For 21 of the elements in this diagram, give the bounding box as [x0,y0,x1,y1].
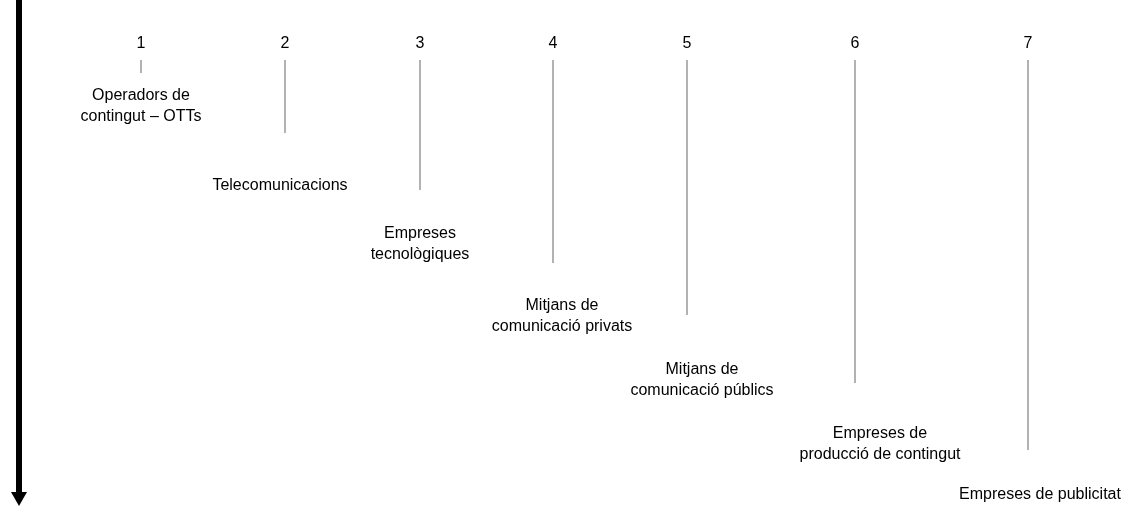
tick-line [1027,59,1029,451]
step-number: 3 [415,32,425,53]
tick-line [686,59,688,316]
step-number: 4 [548,32,558,53]
tick-line [419,59,421,191]
step-number: 2 [280,32,290,53]
tick-line [140,59,142,74]
tick-line [284,59,286,134]
category-label: Mitjans de comunicació públics [629,359,775,400]
category-label: Mitjans de comunicació privats [490,295,634,336]
step-number: 1 [136,32,146,53]
step-number: 7 [1023,32,1033,53]
tick-line [552,59,554,264]
category-label: Empreses tecnològiques [369,223,471,264]
category-label: Empreses de producció de contingut [798,423,962,464]
category-label: Telecomunicacions [212,175,348,195]
tick-line [854,59,856,384]
category-label: Empreses de publicitat [959,484,1121,504]
category-label: Operadors de contingut – OTTs [79,85,203,126]
step-number: 6 [850,32,860,53]
step-number: 5 [682,32,692,53]
